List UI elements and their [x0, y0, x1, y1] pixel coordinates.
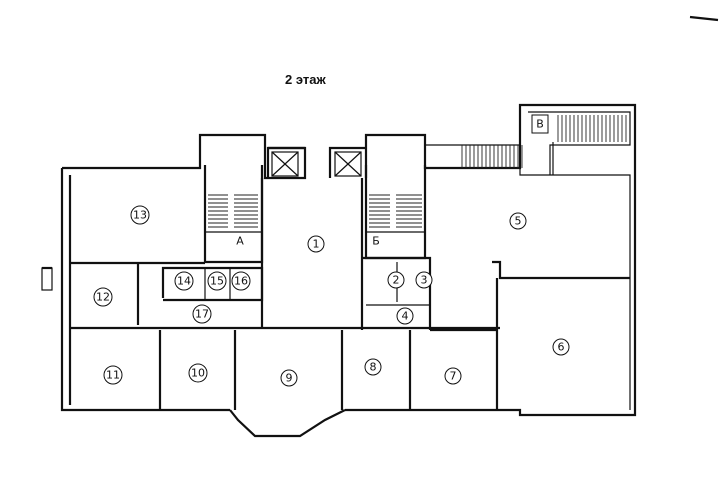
room-7: 7 [444, 367, 462, 385]
stair-label-b: Б [372, 235, 380, 248]
stair-label-a: А [236, 235, 244, 248]
room-number: 10 [191, 367, 205, 380]
room-marker [93, 287, 113, 307]
room-marker [280, 369, 298, 387]
room-9: 9 [280, 369, 298, 387]
room-number: 14 [177, 275, 191, 288]
room-14: 14 [174, 271, 194, 291]
room-2: 2 [387, 271, 405, 289]
room-number: 16 [234, 275, 248, 288]
room-number: 4 [402, 310, 409, 323]
room-number: 1 [313, 238, 320, 251]
stair-hatching [208, 115, 627, 228]
room-marker [364, 358, 382, 376]
room-number: 7 [450, 370, 457, 383]
room-15: 15 [207, 271, 227, 291]
room-marker [192, 304, 212, 324]
room-marker [207, 271, 227, 291]
room-number: 9 [286, 372, 293, 385]
room-13: 13 [130, 205, 150, 225]
room-16: 16 [231, 271, 251, 291]
room-1: 1 [307, 235, 325, 253]
floor-title: 2 этаж [285, 72, 326, 87]
room-11: 11 [103, 365, 123, 385]
outer-walls [41, 103, 637, 438]
room-marker [103, 365, 123, 385]
elevator-2 [334, 151, 362, 177]
room-17: 17 [192, 304, 212, 324]
room-6: 6 [552, 338, 570, 356]
room-5: 5 [509, 212, 527, 230]
room-12: 12 [93, 287, 113, 307]
room-marker [552, 338, 570, 356]
room-number: 15 [210, 275, 224, 288]
room-4: 4 [396, 307, 414, 325]
room-marker [444, 367, 462, 385]
room-marker [415, 271, 433, 289]
room-3: 3 [415, 271, 433, 289]
room-8: 8 [364, 358, 382, 376]
room-number: 5 [515, 215, 522, 228]
room-10: 10 [188, 363, 208, 383]
room-number: 12 [96, 291, 110, 304]
room-number: 17 [195, 308, 209, 321]
room-number: 2 [393, 274, 400, 287]
inner-walls [70, 142, 630, 410]
room-number: 8 [370, 361, 377, 374]
room-marker [174, 271, 194, 291]
elevator-1 [271, 151, 299, 177]
room-marker [307, 235, 325, 253]
room-number: 3 [421, 274, 428, 287]
room-marker [387, 271, 405, 289]
room-marker [231, 271, 251, 291]
room-number: 6 [558, 341, 565, 354]
stair-label-v: В [536, 118, 544, 131]
room-number: 11 [106, 369, 120, 382]
room-marker [188, 363, 208, 383]
room-marker [396, 307, 414, 325]
room-marker [130, 205, 150, 225]
scan-mark [689, 15, 719, 22]
room-marker [509, 212, 527, 230]
room-number: 13 [133, 209, 147, 222]
